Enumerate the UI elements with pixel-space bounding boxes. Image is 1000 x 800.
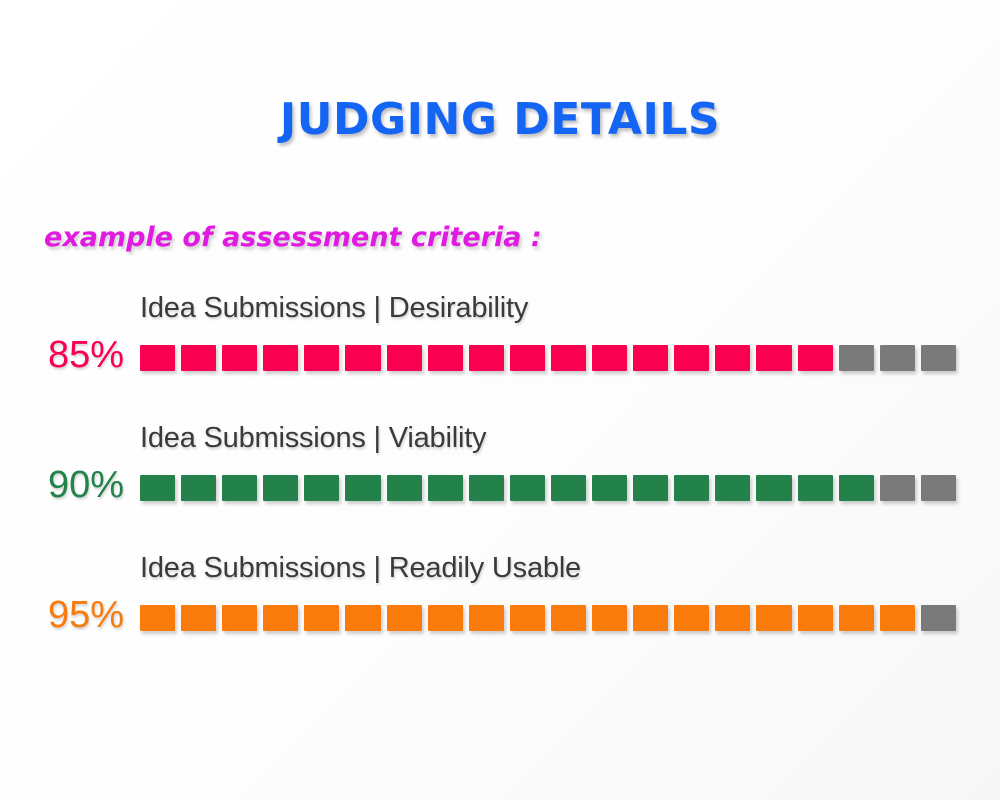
criteria-row: Idea Submissions | Viability 90%	[0, 422, 1000, 552]
bar-segment-filled	[222, 605, 258, 631]
bar-segment-filled	[181, 475, 217, 501]
bar-segment-filled	[263, 475, 299, 501]
bar-segment-filled	[838, 475, 874, 501]
bar-segment-filled	[509, 475, 545, 501]
bar-segment-filled	[633, 605, 669, 631]
bar-segment-empty	[920, 345, 956, 371]
bar-segment-filled	[140, 345, 176, 371]
bar-segment-empty	[920, 475, 956, 501]
bar-segment-filled	[468, 605, 504, 631]
segmented-progress-bar	[140, 605, 956, 631]
bar-segment-filled	[633, 345, 669, 371]
bar-segment-filled	[345, 475, 381, 501]
criteria-percent-label: 90%	[47, 464, 124, 506]
bar-segment-filled	[592, 475, 628, 501]
bar-segment-empty	[879, 475, 915, 501]
bar-segment-filled	[263, 605, 299, 631]
criteria-list: Idea Submissions | Desirability 85% Idea…	[0, 292, 1000, 682]
bar-segment-filled	[427, 475, 463, 501]
bar-segment-filled	[715, 345, 751, 371]
bar-segment-filled	[674, 475, 710, 501]
bar-segment-filled	[386, 605, 422, 631]
bar-segment-filled	[509, 345, 545, 371]
bar-segment-filled	[550, 475, 587, 501]
bar-segment-filled	[427, 605, 463, 631]
bar-segment-filled	[345, 605, 381, 631]
bar-segment-filled	[797, 605, 833, 631]
subtitle-assessment-criteria: example of assessment criteria :	[44, 222, 542, 253]
bar-segment-filled	[222, 475, 258, 501]
bar-segment-filled	[674, 605, 710, 631]
bar-segment-filled	[879, 605, 915, 631]
bar-segment-filled	[468, 345, 504, 371]
bar-segment-filled	[592, 345, 628, 371]
segmented-progress-bar	[140, 475, 956, 501]
bar-segment-filled	[674, 345, 710, 371]
bar-segment-filled	[715, 475, 751, 501]
bar-segment-filled	[838, 605, 874, 631]
page-title: JUDGING DETAILS	[279, 94, 721, 145]
bar-segment-filled	[756, 345, 792, 371]
criteria-percent-label: 85%	[47, 334, 124, 376]
bar-segment-filled	[140, 475, 176, 501]
criteria-label: Idea Submissions | Viability	[140, 422, 487, 454]
bar-segment-filled	[756, 475, 792, 501]
bar-segment-filled	[304, 345, 340, 371]
bar-segment-empty	[838, 345, 874, 371]
bar-segment-filled	[797, 345, 833, 371]
bar-segment-filled	[181, 345, 217, 371]
criteria-row: Idea Submissions | Desirability 85%	[0, 292, 1000, 422]
bar-segment-empty	[920, 605, 956, 631]
bar-segment-filled	[263, 345, 299, 371]
criteria-label: Idea Submissions | Readily Usable	[140, 552, 581, 584]
bar-segment-filled	[468, 475, 504, 501]
bar-segment-filled	[427, 345, 463, 371]
bar-segment-filled	[386, 345, 422, 371]
bar-segment-filled	[633, 475, 669, 501]
segmented-progress-bar	[140, 345, 956, 371]
bar-segment-filled	[550, 345, 587, 371]
bar-segment-filled	[756, 605, 792, 631]
bar-segment-filled	[345, 345, 381, 371]
criteria-row: Idea Submissions | Readily Usable 95%	[0, 552, 1000, 682]
bar-segment-filled	[715, 605, 751, 631]
bar-segment-filled	[509, 605, 545, 631]
bar-segment-filled	[797, 475, 833, 501]
bar-segment-filled	[550, 605, 587, 631]
bar-segment-filled	[304, 475, 340, 501]
bar-segment-filled	[140, 605, 176, 631]
bar-segment-filled	[222, 345, 258, 371]
bar-segment-empty	[879, 345, 915, 371]
bar-segment-filled	[386, 475, 422, 501]
criteria-percent-label: 95%	[47, 594, 124, 636]
criteria-label: Idea Submissions | Desirability	[140, 292, 529, 324]
bar-segment-filled	[304, 605, 340, 631]
bar-segment-filled	[181, 605, 217, 631]
bar-segment-filled	[592, 605, 628, 631]
